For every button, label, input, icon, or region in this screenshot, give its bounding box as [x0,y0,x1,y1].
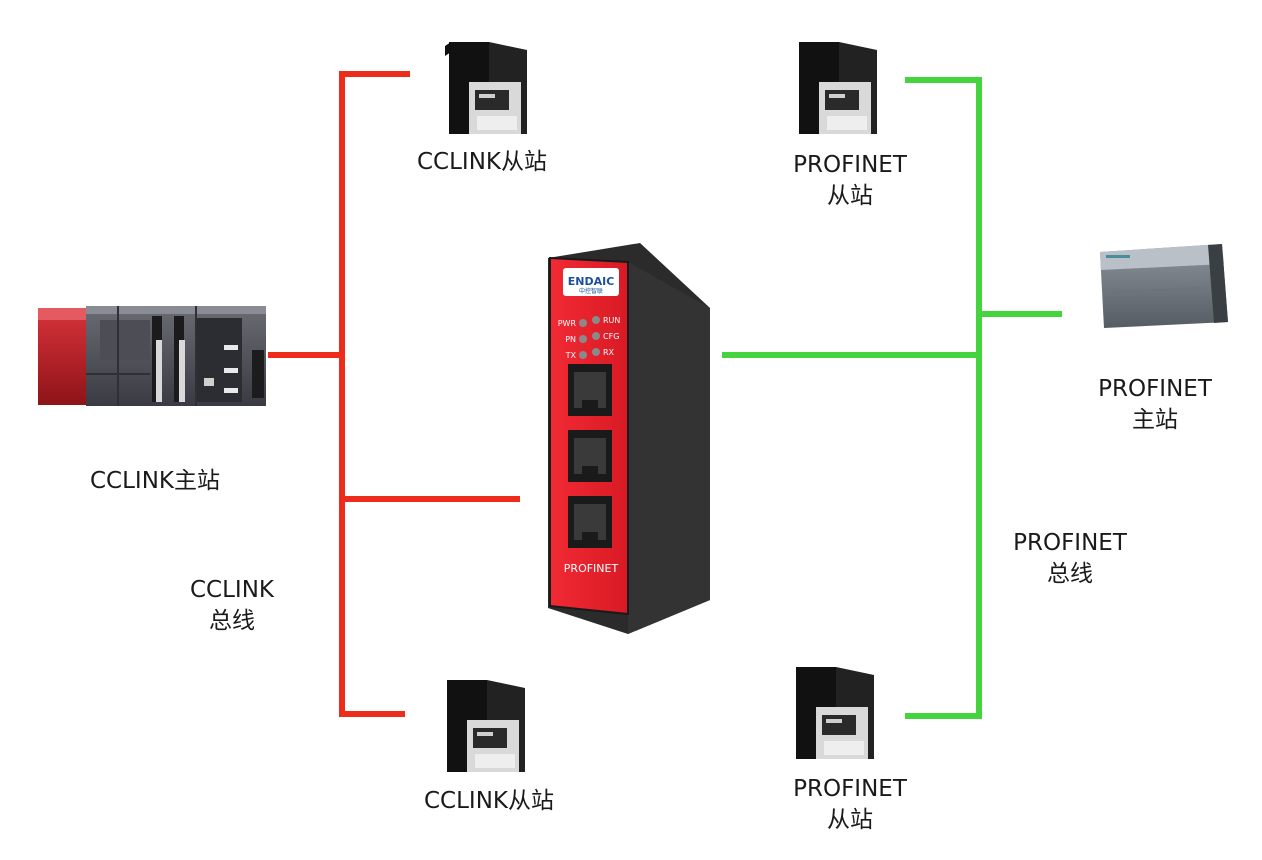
gateway-led-run: RUN [592,316,620,325]
gateway-led-rx: RX [592,348,615,357]
gateway-ethernet-port-2 [568,430,612,482]
profinet-bus-lines [722,77,1062,719]
svg-text:RX: RX [603,348,615,357]
cclink-slave-bottom-label: CCLINK从站 [423,788,555,814]
profinet-master-plc-icon [1100,244,1228,328]
profinet-slave-top-icon [799,42,877,134]
svg-text:PWR: PWR [558,319,577,328]
cclink-slave-bottom-icon [447,680,525,772]
gateway-ethernet-port-1 [568,364,612,416]
profinet-slave-bottom-icon [796,667,874,759]
gateway-device: ENDAIC 中控智联 PWR RUN PN CFG TX RX [548,243,710,634]
gateway-led-pn: PN [565,335,587,344]
svg-text:TX: TX [565,351,577,360]
gateway-port-label: PROFINET [564,562,619,575]
cclink-slave-top-icon [445,42,527,134]
gateway-led-cfg: CFG [592,332,619,341]
cclink-master-label: CCLINK主站 [89,468,221,494]
gateway-led-pwr: PWR [558,319,587,328]
cclink-bus-lines [268,71,520,717]
gateway-logo-badge [563,268,619,296]
gateway-ethernet-port-3 [568,496,612,548]
svg-text:PN: PN [565,335,576,344]
svg-text:RUN: RUN [603,316,620,325]
cclink-slave-top-label: CCLINK从站 [416,149,548,175]
gateway-brand: ENDAIC [568,275,615,288]
svg-text:CFG: CFG [603,332,619,341]
gateway-brand-sub: 中控智联 [579,287,603,295]
cclink-master-plc-icon [38,306,266,406]
gateway-led-tx: TX [565,351,587,360]
